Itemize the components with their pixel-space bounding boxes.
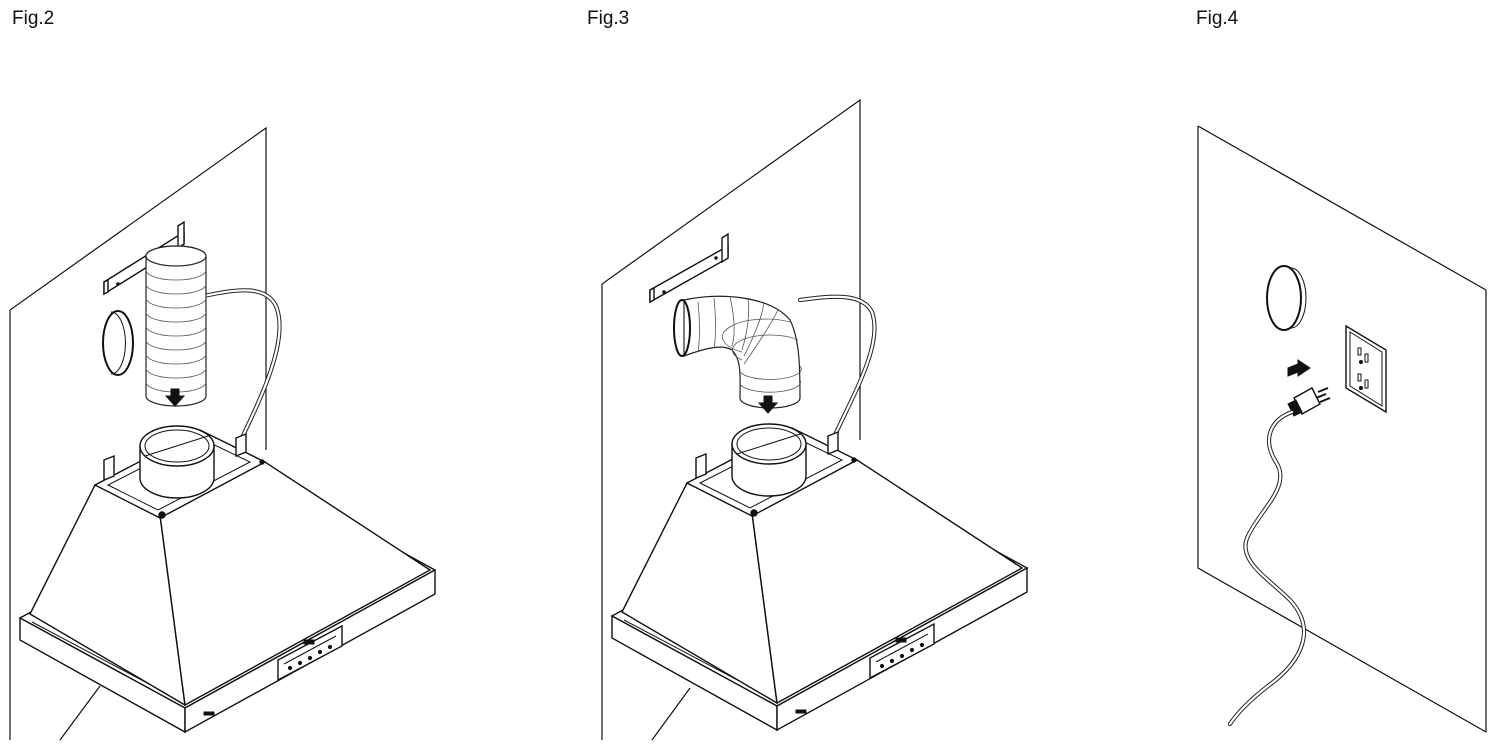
right-arrow-icon (1288, 360, 1310, 376)
range-hood-icon (19, 425, 436, 733)
wall-outline (602, 100, 860, 740)
wall-opening-icon (1267, 266, 1301, 330)
range-hood-icon (611, 423, 1028, 731)
wall-outline (1198, 126, 1486, 732)
fig-3-label: Fig.3 (587, 8, 630, 29)
mounting-bracket-icon (650, 234, 728, 302)
wall-opening-icon (103, 311, 133, 375)
power-cable (1230, 412, 1304, 724)
power-plug-icon (1288, 388, 1330, 416)
fig-2-drawing (10, 128, 436, 740)
wall-outline (10, 128, 266, 740)
fig-4-drawing (1198, 126, 1486, 732)
wall-outlet-icon (1346, 326, 1386, 412)
power-cable (204, 290, 280, 446)
straight-duct-icon (145, 245, 207, 407)
elbow-duct-icon (674, 296, 801, 408)
fig-3-drawing (602, 100, 1028, 740)
fig-4-label: Fig.4 (1196, 8, 1239, 29)
fig-2-label: Fig.2 (12, 8, 55, 29)
